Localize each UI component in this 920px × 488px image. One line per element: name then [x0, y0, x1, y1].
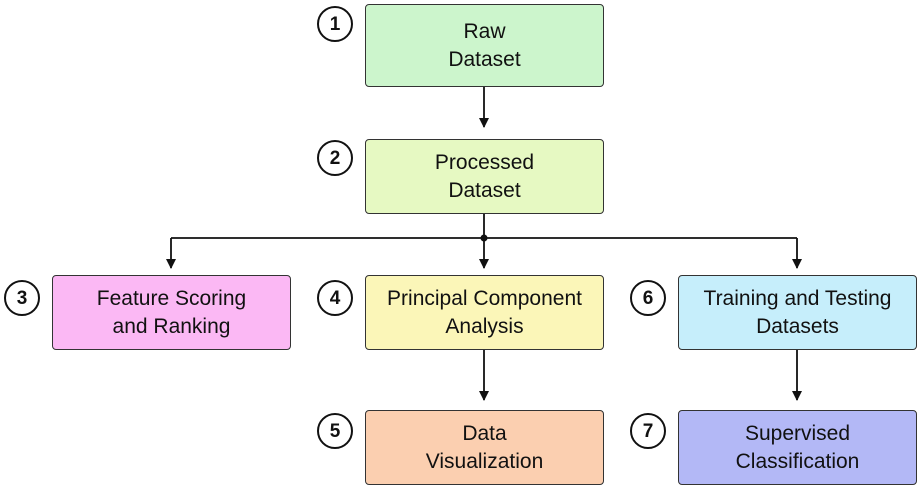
step-badge-3: 3 [4, 280, 40, 316]
node-raw-dataset: Raw Dataset [365, 4, 604, 87]
step-badge-4: 4 [317, 280, 353, 316]
step-number-2: 2 [329, 147, 341, 169]
step-badge-1: 1 [317, 6, 353, 42]
step-badge-2: 2 [317, 140, 353, 176]
node-training-testing-label: Training and Testing Datasets [703, 286, 892, 338]
node-pca-label: Principal Component Analysis [387, 286, 582, 338]
node-supervised-classification-label: Supervised Classification [735, 421, 860, 473]
step-number-1: 1 [329, 13, 341, 35]
node-training-testing: Training and Testing Datasets [678, 275, 917, 350]
node-feature-scoring: Feature Scoring and Ranking [52, 275, 291, 350]
node-processed-dataset: Processed Dataset [365, 139, 604, 214]
step-badge-6: 6 [630, 280, 666, 316]
node-data-visualization: Data Visualization [365, 410, 604, 485]
step-number-4: 4 [329, 287, 341, 309]
step-number-6: 6 [642, 287, 654, 309]
step-badge-5: 5 [317, 413, 353, 449]
step-badge-7: 7 [630, 413, 666, 449]
step-number-7: 7 [642, 420, 654, 442]
step-number-3: 3 [16, 287, 28, 309]
step-number-5: 5 [329, 420, 341, 442]
node-processed-dataset-label: Processed Dataset [434, 150, 535, 202]
node-pca: Principal Component Analysis [365, 275, 604, 350]
node-feature-scoring-label: Feature Scoring and Ranking [96, 286, 247, 338]
node-data-visualization-label: Data Visualization [425, 421, 544, 473]
node-raw-dataset-label: Raw Dataset [448, 19, 521, 71]
node-supervised-classification: Supervised Classification [678, 410, 917, 485]
